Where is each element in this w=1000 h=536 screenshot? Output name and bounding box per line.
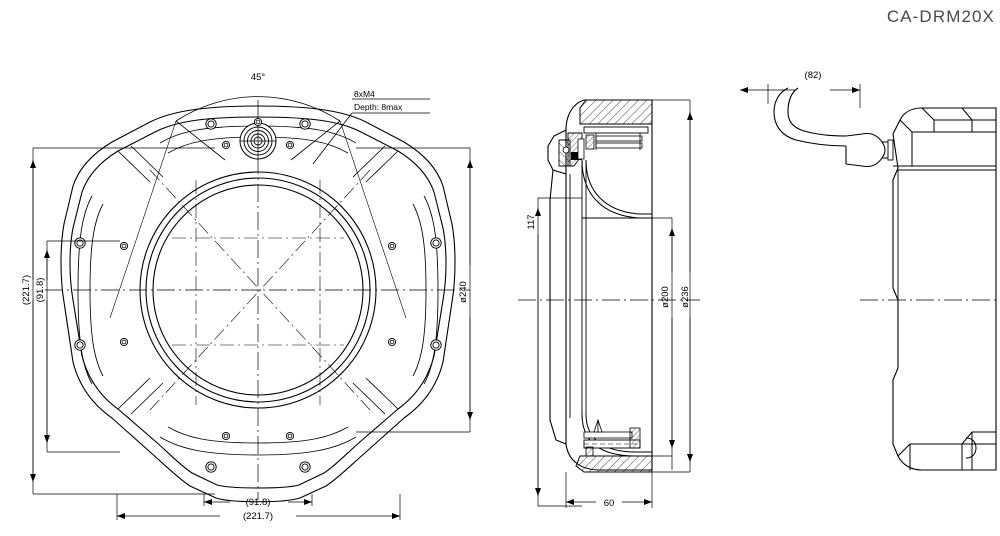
side-view: (82)	[740, 70, 1000, 471]
cable-assembly	[773, 87, 894, 168]
drawing-title: CA-DRM20X	[887, 7, 995, 26]
boss-1	[205, 118, 217, 130]
front-dim-diameter: ø240	[458, 281, 469, 303]
section-height-dimension	[535, 197, 582, 507]
front-dim-bottom-outer: (221.7)	[243, 511, 273, 522]
m4-hole-6	[387, 337, 397, 347]
section-diameter-dimension-lines	[640, 99, 693, 473]
m4-hole-7	[221, 431, 231, 441]
m4-hole-3	[119, 241, 129, 251]
thread-note-line1: 8xM4	[354, 89, 375, 99]
section-view: 117 ø200 ø236	[518, 99, 700, 509]
front-left-dimension-lines	[30, 147, 215, 495]
thread-note-leader	[312, 98, 430, 165]
boss-6	[430, 339, 442, 351]
front-view: 45° 8xM4 Depth: 8max	[21, 72, 473, 522]
side-bottom-facets	[897, 431, 996, 470]
front-dim-left-inner: (91.8)	[35, 278, 46, 303]
section-dim-width: 60	[604, 498, 615, 509]
housing-ribs	[77, 125, 439, 456]
boss-4	[74, 339, 86, 351]
angle-label-45: 45°	[251, 72, 266, 83]
section-width-dimension	[565, 472, 653, 508]
boss-2	[299, 118, 311, 130]
m4-hole-8	[285, 431, 295, 441]
front-dim-bottom-inner: (91.8)	[246, 497, 271, 508]
cable-gland-hub	[239, 117, 277, 160]
section-top-internals	[558, 126, 649, 167]
boss-3	[74, 237, 86, 249]
lens-bezel	[139, 171, 377, 409]
section-bottom-internals	[581, 413, 652, 457]
thread-note-line2: Depth: 8max	[354, 102, 403, 112]
m4-hole-2	[285, 140, 295, 150]
hub-screw-top	[253, 117, 263, 127]
front-right-dimension-lines	[356, 147, 473, 433]
section-dim-bore: ø200	[660, 286, 671, 308]
boss-8	[299, 461, 311, 473]
boss-5	[430, 237, 442, 249]
side-body-outline	[892, 107, 997, 471]
section-dim-height: 117	[526, 214, 537, 229]
side-dim-depth: (82)	[805, 70, 822, 81]
m4-hole-5	[387, 241, 397, 251]
front-bottom-dimension-lines	[116, 494, 401, 520]
boss-7	[205, 461, 217, 473]
section-internal-walls	[569, 124, 653, 456]
side-depth-dimension	[740, 84, 861, 108]
section-bottom-flange	[575, 455, 653, 473]
angle-dimension-45	[109, 96, 407, 319]
m4-hole-1	[221, 140, 231, 150]
front-dim-left-outer: (221.7)	[21, 275, 32, 305]
section-top-flange	[579, 99, 653, 125]
front-construction-lines	[149, 169, 371, 411]
section-dim-outer: ø236	[680, 286, 691, 308]
front-centerlines	[45, 100, 470, 500]
m4-hole-4	[119, 337, 129, 347]
side-top-facets	[899, 107, 996, 166]
section-lens-dome-top	[581, 159, 652, 219]
